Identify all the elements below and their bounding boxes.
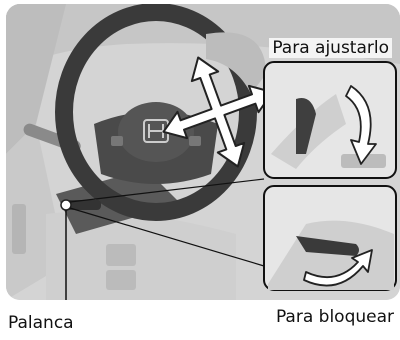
inset-lock bbox=[263, 185, 397, 291]
curved-up-arrow-icon bbox=[303, 249, 373, 287]
label-adjust: Para ajustarlo bbox=[269, 38, 392, 58]
label-lever: Palanca bbox=[8, 313, 74, 333]
four-way-arrow-icon bbox=[162, 56, 274, 168]
label-lock: Para bloquear bbox=[275, 307, 394, 327]
door-vent bbox=[12, 204, 26, 254]
curved-down-arrow-icon bbox=[345, 85, 377, 165]
inset-adjust bbox=[263, 61, 397, 179]
